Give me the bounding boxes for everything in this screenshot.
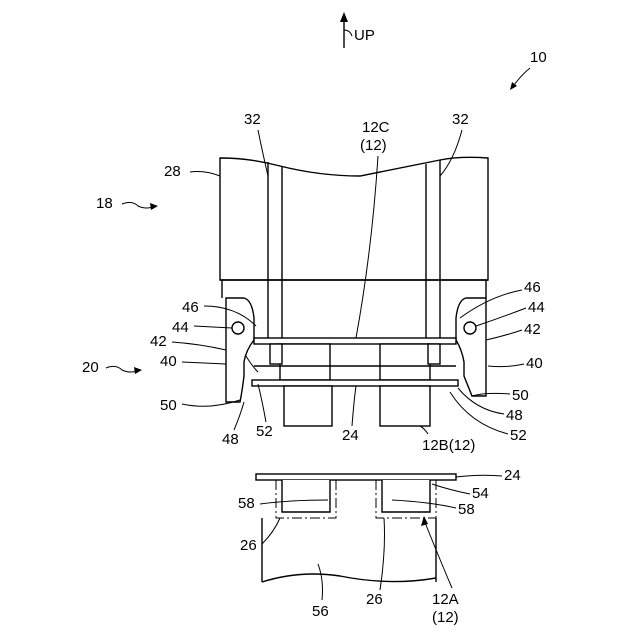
- leader-56: [318, 564, 323, 600]
- label-48-right: 48: [506, 407, 523, 424]
- leader-42-right: [486, 330, 522, 340]
- board-12b: [252, 380, 458, 386]
- label-42-left: 42: [150, 333, 167, 350]
- leader-52-left: [258, 384, 266, 422]
- pin-44-left: [232, 322, 244, 334]
- label-40-left: 40: [160, 353, 177, 370]
- leader-12a: [424, 520, 452, 588]
- leader-24-bottom: [456, 475, 502, 477]
- label-58-right: 58: [458, 501, 475, 518]
- up-label: UP: [354, 27, 375, 44]
- board-12c: [254, 338, 456, 344]
- label-52-left: 52: [256, 423, 273, 440]
- board-56: [262, 518, 436, 582]
- label-32-right: 32: [452, 111, 469, 128]
- clip-right-40: [456, 298, 486, 396]
- connector-upper-left: [280, 344, 330, 380]
- label-12a: 12A: [432, 591, 459, 608]
- label-50-right: 50: [512, 387, 529, 404]
- leader-20-head: [134, 367, 142, 374]
- holder-24-lower: [256, 474, 456, 480]
- label-40-right: 40: [526, 355, 543, 372]
- label-24-bottom: 24: [504, 467, 521, 484]
- leader-26-center: [380, 518, 385, 590]
- camera-body-28: [220, 157, 488, 340]
- leader-24-top: [352, 386, 356, 426]
- label-12b: 12B(12): [422, 437, 475, 454]
- label-54: 54: [472, 485, 489, 502]
- label-18: 18: [96, 195, 113, 212]
- label-56: 56: [312, 603, 329, 620]
- leader-54: [432, 484, 470, 494]
- label-20: 20: [82, 359, 99, 376]
- label-26-left: 26: [240, 537, 257, 554]
- label-44-left: 44: [172, 319, 189, 336]
- connector-upper-right: [380, 344, 430, 380]
- connector-lower-right: [380, 386, 430, 426]
- label-46-left: 46: [182, 299, 199, 316]
- label-48-left: 48: [222, 431, 239, 448]
- leader-42-left: [172, 342, 226, 350]
- leader-26-left: [262, 518, 280, 544]
- label-44-right: 44: [528, 299, 545, 316]
- leader-12b: [420, 426, 428, 434]
- label-26-center: 26: [366, 591, 383, 608]
- label-52-right: 52: [510, 427, 527, 444]
- label-12a-paren: (12): [432, 609, 459, 626]
- up-arrow-icon: [340, 12, 352, 48]
- label-32-left: 32: [244, 111, 261, 128]
- connector-lower-left: [284, 386, 332, 426]
- label-24-top: 24: [342, 427, 359, 444]
- leader-12a-head: [421, 516, 428, 526]
- connector-lower-base-left: [276, 480, 336, 518]
- leader-48-left: [234, 402, 244, 430]
- label-42-right: 42: [524, 321, 541, 338]
- label-28: 28: [164, 163, 181, 180]
- label-12c-paren: (12): [360, 137, 387, 154]
- leader-18-head: [150, 203, 158, 210]
- label-46-right: 46: [524, 279, 541, 296]
- label-10: 10: [530, 49, 547, 66]
- label-50-left: 50: [160, 397, 177, 414]
- label-58-left: 58: [238, 495, 255, 512]
- connector-lower-base-right: [376, 480, 436, 518]
- pin-44-right: [464, 322, 476, 334]
- label-12c: 12C: [362, 119, 390, 136]
- leader-40-right: [488, 364, 524, 367]
- leader-28: [190, 172, 220, 177]
- leader-40-left: [182, 362, 226, 364]
